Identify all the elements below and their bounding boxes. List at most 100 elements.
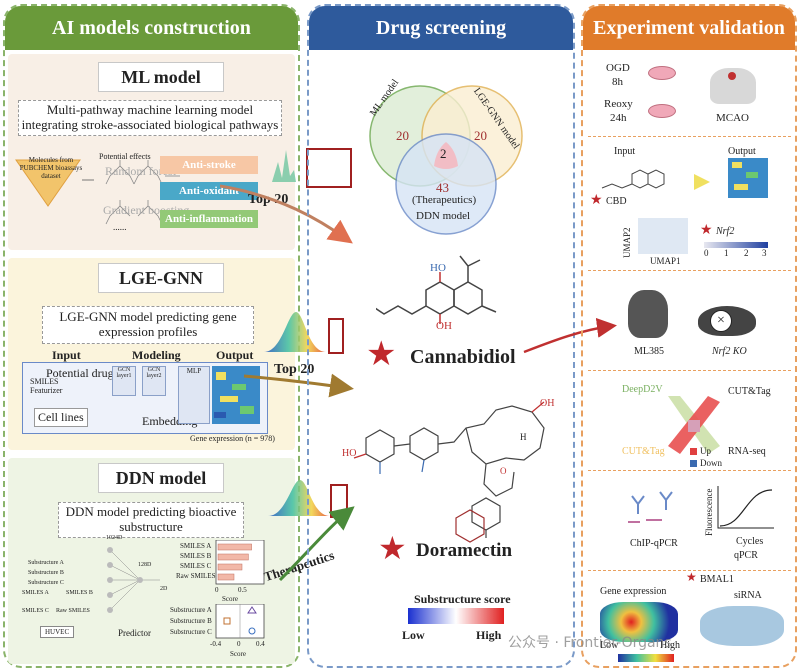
venn-ddn-note: (Therapeutics) — [412, 194, 477, 206]
gene-expression-high-label: High — [660, 640, 680, 651]
nrf2-ko-label: Nrf2 KO — [712, 346, 747, 357]
ai-models-header: AI models construction — [5, 6, 298, 50]
effect-anti-inflammation: Anti-inflammation — [160, 210, 258, 228]
gene-expression-colorbar — [618, 654, 674, 662]
petri-dish-1 — [648, 66, 676, 80]
doramectin-ho-label: HO — [342, 448, 357, 459]
ogd-time-label: 8h — [612, 76, 623, 88]
cbd-output-label: Output — [728, 146, 756, 157]
cut-tag-top-label: CUT&Tag — [728, 386, 771, 397]
cbd-label: CBD — [606, 196, 627, 207]
ddn-bar-label-3: Raw SMILES — [176, 572, 216, 580]
molecules-funnel — [15, 159, 81, 207]
left-to-middle-arrows — [220, 184, 355, 582]
ddn-bar-label-2: SMILES C — [180, 562, 212, 570]
potential-effects-label: Potential effects — [99, 152, 151, 161]
cbd-oh-label: OH — [436, 320, 452, 332]
ddn-model-description: DDN model predicting bioactive substruct… — [58, 502, 244, 538]
predictor-label: Predictor — [118, 628, 151, 638]
ddn-sub-b-label: Substructure B — [28, 570, 64, 576]
ddn-sub-tick-2: 0.4 — [256, 640, 265, 648]
substructure-score-colorbar — [408, 608, 504, 624]
legend-down-label: Down — [700, 458, 722, 468]
nrf2-colorbar — [704, 242, 768, 248]
watermark: 公众号 · Frontier-Organs — [508, 635, 672, 651]
cbd-input-label: Input — [614, 146, 636, 157]
ddn-model-title: DDN model — [98, 463, 224, 493]
middle-to-right-arrow — [523, 318, 617, 354]
score-low-label: Low — [402, 628, 425, 642]
ddn-raw-smiles-label: Raw SMILES — [56, 608, 90, 614]
chip-qpcr-label: ChIP-qPCR — [630, 538, 678, 549]
potential-drug-label: Potential drug — [46, 366, 114, 380]
cbd-output-heatmap — [728, 158, 768, 198]
gcn-layer2-box: GCN layer2 — [142, 366, 166, 396]
lge-gnn-title: LGE-GNN — [98, 263, 224, 293]
qpcr-label: qPCR — [734, 550, 758, 561]
umap1-label: UMAP1 — [650, 256, 681, 266]
experiment-validation-header: Experiment validation — [583, 6, 795, 50]
cbd-star-icon: ★ — [590, 193, 603, 208]
ddn-bar-label-0: SMILES A — [180, 542, 212, 550]
nrf2-scale-1: 1 — [724, 248, 729, 258]
knockout-section — [588, 274, 791, 371]
lge-gnn-description: LGE-GNN model predicting gene expression… — [42, 306, 254, 344]
score-high-label: High — [476, 628, 502, 642]
ddn-smiles-b-label: SMILES B — [66, 590, 93, 596]
lge-output-label: Output — [216, 348, 254, 362]
dim-128-label: 128D — [138, 562, 152, 568]
ddn-score-chart — [215, 540, 265, 585]
ddn-sub-label-0: Substructure A — [170, 606, 212, 614]
reoxy-time-label: 24h — [610, 112, 627, 124]
doramectin-o-label: O — [500, 466, 507, 476]
ddn-sub-label-1: Substructure B — [170, 617, 212, 625]
rna-seq-label: RNA-seq — [728, 446, 766, 457]
gene-expression-low-label: Low — [600, 640, 619, 651]
lge-modeling-label: Modeling — [132, 348, 181, 362]
doramectin-structure — [353, 401, 545, 543]
venn-ddn-circle — [395, 133, 497, 235]
cell-lines-label: Cell lines — [34, 408, 88, 427]
ddn-score-bar — [217, 563, 243, 571]
cut-tag-left-label: CUT&Tag — [622, 446, 665, 457]
ddn-sub-tick-1: 0 — [237, 640, 241, 648]
ddn-bar-tick-1: 0.5 — [238, 586, 247, 594]
bmal1-star-icon: ★ — [686, 570, 697, 584]
multiomics-cross-plot — [668, 396, 720, 454]
ddn-bar-tick-0: 0 — [215, 586, 219, 594]
gene-expression-n-label: Gene expression (n = 978) — [190, 434, 275, 443]
ddn-smiles-c-label: SMILES C — [22, 608, 49, 614]
ddn-score-bar — [217, 543, 252, 551]
venn-lge-count: 20 — [474, 128, 487, 143]
petri-dish-2 — [648, 104, 676, 118]
sirna-cells — [700, 606, 784, 646]
effect-anti-stroke: Anti-stroke — [160, 156, 258, 174]
cannabidiol-star-icon: ★ — [366, 336, 397, 373]
ml-model-description: Multi-pathway machine learning model int… — [18, 100, 282, 136]
ddn-sub-c-label: Substructure C — [28, 580, 64, 586]
substructure-score-title: Substructure score — [414, 592, 511, 606]
ddn-sub-a-label: Substructure A — [28, 560, 64, 566]
smiles-featurizer-label: SMILES Featurizer — [30, 377, 63, 395]
drug-screening-panel: Drug screening — [307, 4, 575, 668]
venn-diagram — [369, 85, 523, 235]
ellipsis-label: ...... — [113, 222, 127, 232]
dim-2-label: 2D — [160, 586, 168, 592]
drug-screening-header: Drug screening — [309, 6, 573, 50]
chip-section — [588, 474, 791, 571]
ddn-sub-tick-0: -0.4 — [210, 640, 222, 648]
ddn-sub-label-2: Substructure C — [170, 628, 212, 636]
doramectin-label: Doramectin — [416, 540, 513, 561]
experiment-validation-panel: Experiment validation — [581, 4, 797, 668]
legend-up-swatch — [690, 448, 697, 455]
dim-1024-label: 1024D — [106, 535, 123, 541]
ogd-label: OGD — [606, 62, 630, 74]
ddn-score-bar — [217, 573, 235, 581]
random-forest-label: Random forest — [105, 164, 176, 178]
molecules-label: Molecules from PUBCHEM bioassays dataset — [19, 156, 83, 180]
ml-model-title: ML model — [98, 62, 224, 92]
deepd2v-label: DeepD2V — [622, 384, 663, 395]
brain-marker-icon — [728, 72, 736, 80]
legend-up-label: Up — [700, 446, 711, 456]
fluorescence-label: Fluorescence — [704, 488, 714, 536]
